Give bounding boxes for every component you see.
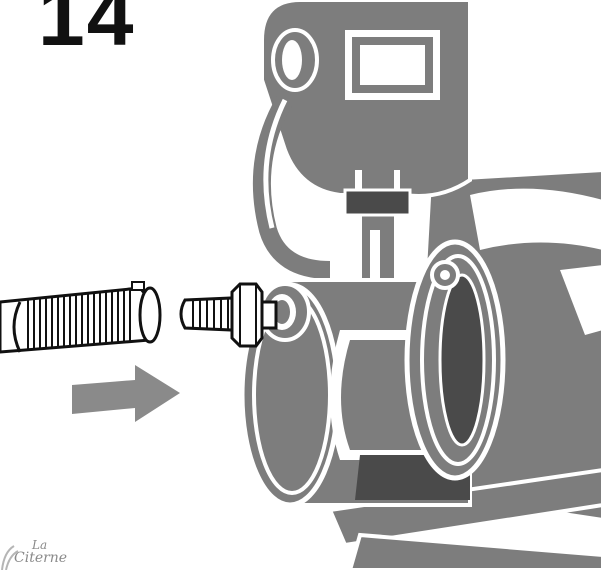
hose-barb-fitting-icon xyxy=(181,284,276,346)
la-citerne-logo: La Citerne xyxy=(0,532,80,570)
arrow-right-icon xyxy=(72,365,180,422)
logo-line-2: Citerne xyxy=(14,550,67,566)
corrugated-hose-icon xyxy=(0,282,160,352)
water-pump-icon xyxy=(242,0,603,570)
